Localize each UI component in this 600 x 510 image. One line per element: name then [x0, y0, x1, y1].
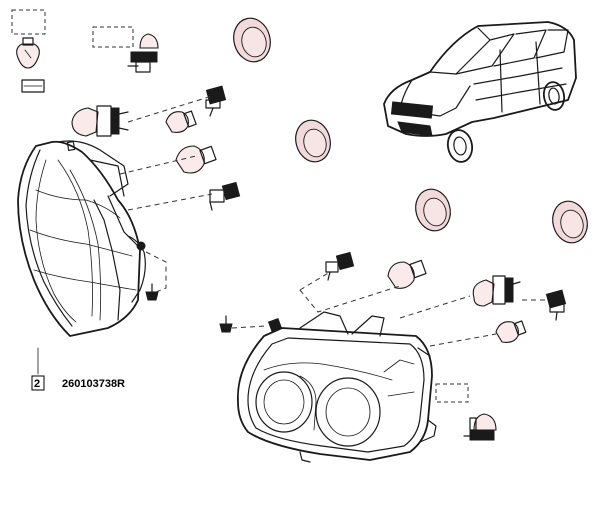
position-lamp-holder-icon	[325, 251, 355, 281]
bulb-ref-dashbox	[11, 9, 46, 35]
bottom-bulb-dashbox	[435, 383, 469, 403]
leader-line-r4	[429, 333, 497, 347]
socket-connector-icon	[205, 85, 227, 117]
leader-line-r3	[399, 295, 471, 319]
dust-cap-icon	[552, 200, 588, 244]
callout-number: 2	[34, 378, 40, 390]
leader-line-3	[127, 193, 213, 211]
h4-bulb-right-icon	[472, 275, 521, 307]
h4-bulb-icon	[71, 105, 129, 137]
leader-line-1	[127, 95, 213, 123]
part-number-label: 260103738R	[62, 378, 125, 390]
screw-right-icon	[219, 315, 233, 333]
lamp-symbol-icon	[21, 79, 45, 93]
leader-line-screw	[145, 251, 167, 293]
callout-box	[31, 375, 45, 391]
indicator-holder-icon	[209, 181, 241, 211]
turn-signal-bulb-icon	[175, 145, 217, 174]
dust-cap-icon	[295, 119, 331, 163]
fog-bulb-group	[92, 26, 159, 73]
leader-line-r2	[299, 285, 401, 313]
leader-line-r1	[299, 271, 331, 291]
sidelight-bulb-right-icon	[495, 320, 527, 343]
fog-bulb-dashbox	[92, 26, 134, 48]
headlamp-side-view	[17, 140, 146, 337]
dust-cap-icon	[415, 188, 451, 232]
leader-line-screw-right	[231, 325, 267, 329]
socket-right-icon	[545, 289, 567, 321]
bulb-reference-group	[11, 9, 46, 93]
dust-cap-icon	[233, 17, 271, 63]
indicator-bulb-icon	[387, 259, 427, 289]
screw-icon	[145, 283, 159, 301]
bottom-bulb-group	[435, 383, 497, 441]
sidelight-bulb-icon	[165, 110, 197, 133]
headlamp-front-view	[237, 311, 437, 463]
car-icon	[383, 21, 577, 163]
fog-bulb-holder-icon	[463, 413, 497, 441]
wedge-bulb-icon	[16, 37, 40, 69]
bulb-holder-icon	[127, 33, 159, 73]
leader-line-2	[119, 155, 197, 175]
